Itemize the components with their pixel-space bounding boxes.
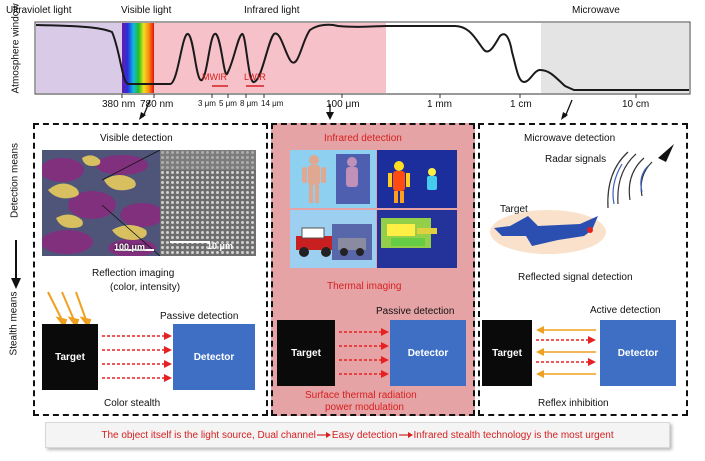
conclusion-part1: The object itself is the light source, D… — [101, 429, 316, 441]
visible-caption-line2: (color, intensity) — [110, 282, 181, 293]
tick-label: 380 nm — [102, 99, 136, 110]
thermal-human-image — [377, 150, 457, 208]
tick-label: 3 μm — [198, 99, 216, 108]
visible-human-image — [290, 150, 376, 208]
transmission-curve — [35, 23, 689, 91]
detection-means-label: Detection means — [9, 142, 21, 219]
region-label-uv: Ultraviolet light — [6, 5, 72, 16]
tick-label: 100 μm — [326, 99, 360, 110]
band-label-lwir: LWIR — [244, 72, 266, 82]
conclusion-part2: Easy detection — [331, 429, 398, 441]
region-label-microwave: Microwave — [572, 5, 620, 16]
microwave-detection-mode: Active detection — [590, 305, 661, 316]
visible-stealth-label: Color stealth — [104, 398, 161, 409]
uv-region — [36, 23, 122, 93]
infrared-panel-title: Infrared detection — [324, 133, 402, 144]
region-label-infrared: Infrared light — [244, 5, 300, 16]
thermal-vehicle-image — [377, 210, 457, 268]
radar-signals-label: Radar signals — [545, 154, 607, 165]
visible-caption-line1: Reflection imaging — [92, 268, 175, 279]
infrared-stealth-line2: power modulation — [325, 402, 404, 413]
sem-microstructure-image — [160, 150, 256, 256]
microwave-target-label: Target — [500, 204, 528, 215]
visible-target-box: Target — [42, 324, 98, 390]
colored-microstructure-image — [42, 150, 160, 256]
microwave-caption: Reflected signal detection — [518, 272, 633, 283]
microwave-target-box: Target — [482, 320, 532, 386]
microwave-panel-title: Microwave detection — [524, 133, 616, 144]
radar-icon — [607, 144, 674, 209]
tick-label: 5 μm — [219, 99, 237, 108]
right-arrow-icon — [398, 432, 413, 438]
ir-region — [154, 23, 386, 93]
microwave-stealth-label: Reflex inhibition — [538, 398, 609, 409]
microwave-signal-arrows-icon — [536, 326, 596, 378]
visible-detector-box: Detector — [173, 324, 255, 390]
infrared-detector-box: Detector — [390, 320, 466, 386]
region-label-visible: Visible light — [121, 5, 172, 16]
infrared-signal-arrows-icon — [339, 328, 389, 378]
right-arrow-icon — [316, 432, 331, 438]
spectrum-strip — [34, 21, 691, 120]
tick-label: 1 mm — [427, 99, 452, 110]
infrared-caption: Thermal imaging — [327, 281, 402, 292]
band-label-mwir: MWIR — [202, 72, 227, 82]
infrared-detection-mode: Passive detection — [376, 306, 455, 317]
tick-label: 14 μm — [261, 99, 284, 108]
infrared-stealth-line1: Surface thermal radiation — [305, 390, 417, 401]
tick-label: 8 μm — [240, 99, 258, 108]
stealth-means-label: Stealth means — [8, 291, 20, 356]
tick-label: 780 nm — [140, 99, 174, 110]
tick-label: 1 cm — [510, 99, 532, 110]
visible-detection-mode: Passive detection — [160, 311, 239, 322]
scale-bar-label-10um: 10 μm — [207, 241, 234, 251]
microwave-region — [541, 23, 689, 93]
visible-panel-title: Visible detection — [100, 133, 173, 144]
atmosphere-window-label: Atmosphere window — [10, 3, 22, 94]
visible-signal-arrows-icon — [102, 332, 172, 382]
microwave-detection-panel — [478, 123, 688, 416]
visible-vehicle-image — [290, 210, 376, 268]
visible-rainbow — [122, 23, 154, 93]
scale-bar-label-100um: 100 μm — [114, 242, 146, 252]
aircraft-icon — [490, 210, 606, 254]
infrared-target-box: Target — [277, 320, 335, 386]
down-arrow-icon — [11, 240, 21, 289]
conclusion-part3: Infrared stealth technology is the most … — [413, 429, 614, 441]
microwave-detector-box: Detector — [600, 320, 676, 386]
conclusion-bar: The object itself is the light source, D… — [45, 422, 670, 448]
tick-label: 10 cm — [622, 99, 650, 110]
visible-detection-panel — [33, 123, 268, 416]
